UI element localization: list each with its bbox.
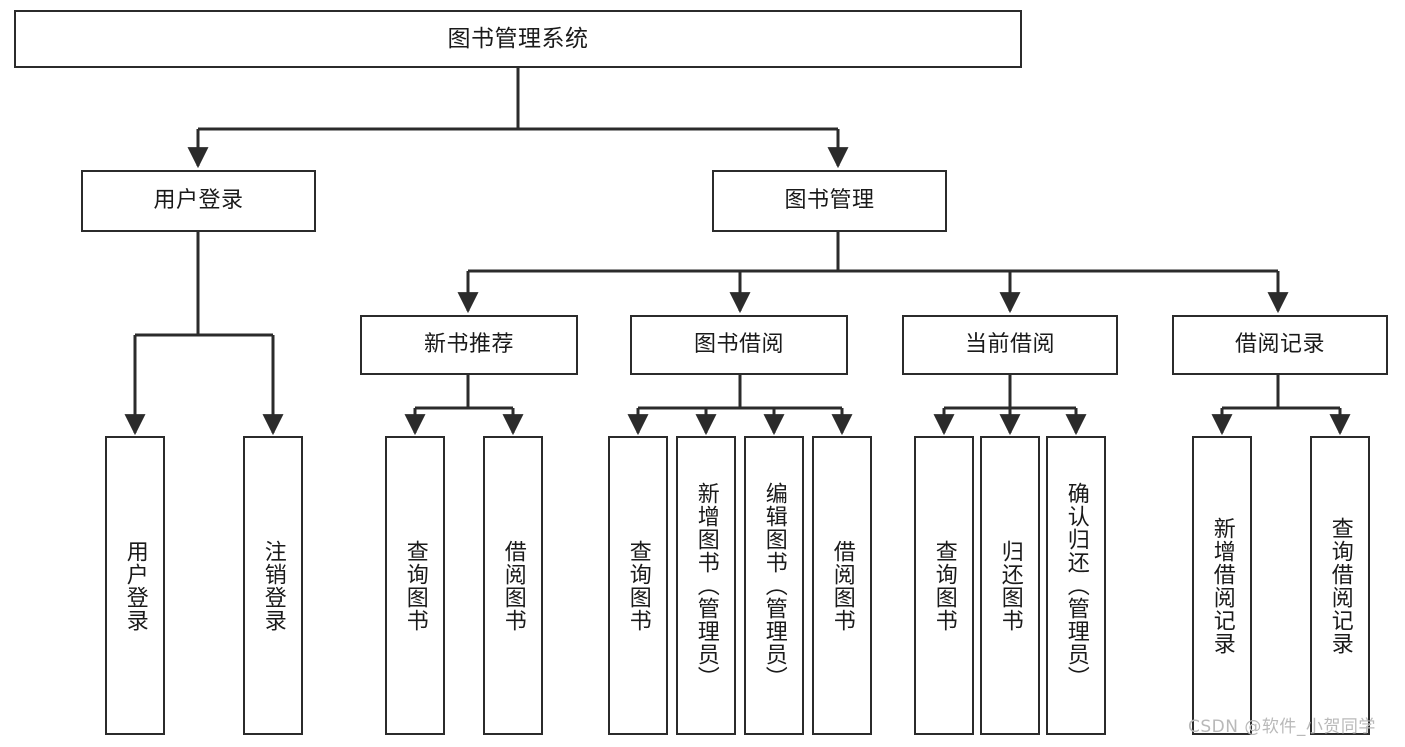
node-label: 新书推荐: [423, 332, 514, 358]
node-label: 查询图书: [402, 539, 428, 632]
node-label: 归还图书: [997, 539, 1023, 632]
leaf-borrow-book-edit-book-admin[interactable]: 编辑图书（管理员）: [744, 436, 804, 735]
node-label: 图书管理: [784, 188, 875, 214]
node-label: 注销登录: [260, 539, 286, 632]
leaf-new-book-query-book[interactable]: 查询图书: [385, 436, 445, 735]
leaf-user-login-sign-in[interactable]: 用户登录: [105, 436, 165, 735]
node-label: 图书管理系统: [447, 25, 589, 52]
node-label: 借阅记录: [1234, 332, 1325, 358]
node-label: 借阅图书: [829, 539, 855, 632]
node-label: 查询借阅记录: [1327, 516, 1353, 655]
leaf-current-borrow-return-book[interactable]: 归还图书: [980, 436, 1040, 735]
node-user-login[interactable]: 用户登录: [81, 170, 316, 232]
node-borrow-record[interactable]: 借阅记录: [1172, 315, 1388, 375]
leaf-borrow-book-query-book[interactable]: 查询图书: [608, 436, 668, 735]
node-new-book-recommendation[interactable]: 新书推荐: [360, 315, 578, 375]
leaf-user-login-sign-out[interactable]: 注销登录: [243, 436, 303, 735]
node-label: 当前借阅: [964, 332, 1055, 358]
node-label: 查询图书: [625, 539, 651, 632]
node-label: 用户登录: [153, 188, 244, 214]
node-label: 用户登录: [122, 539, 148, 632]
node-label: 确认归还（管理员）: [1063, 482, 1089, 689]
node-label: 新增图书（管理员）: [693, 482, 719, 689]
node-current-borrow[interactable]: 当前借阅: [902, 315, 1118, 375]
leaf-borrow-record-query-record[interactable]: 查询借阅记录: [1310, 436, 1370, 735]
leaf-borrow-record-add-record[interactable]: 新增借阅记录: [1192, 436, 1252, 735]
node-label: 借阅图书: [500, 539, 526, 632]
leaf-borrow-book-add-book-admin[interactable]: 新增图书（管理员）: [676, 436, 736, 735]
leaf-current-borrow-confirm-return-admin[interactable]: 确认归还（管理员）: [1046, 436, 1106, 735]
leaf-current-borrow-query-book[interactable]: 查询图书: [914, 436, 974, 735]
node-book-management[interactable]: 图书管理: [712, 170, 947, 232]
node-label: 新增借阅记录: [1209, 516, 1235, 655]
node-label: 图书借阅: [693, 332, 784, 358]
node-label: 编辑图书（管理员）: [761, 482, 787, 689]
node-label: 查询图书: [931, 539, 957, 632]
node-root-book-management-system[interactable]: 图书管理系统: [14, 10, 1022, 68]
node-book-borrow[interactable]: 图书借阅: [630, 315, 848, 375]
leaf-borrow-book-borrow-book[interactable]: 借阅图书: [812, 436, 872, 735]
leaf-new-book-borrow-book[interactable]: 借阅图书: [483, 436, 543, 735]
